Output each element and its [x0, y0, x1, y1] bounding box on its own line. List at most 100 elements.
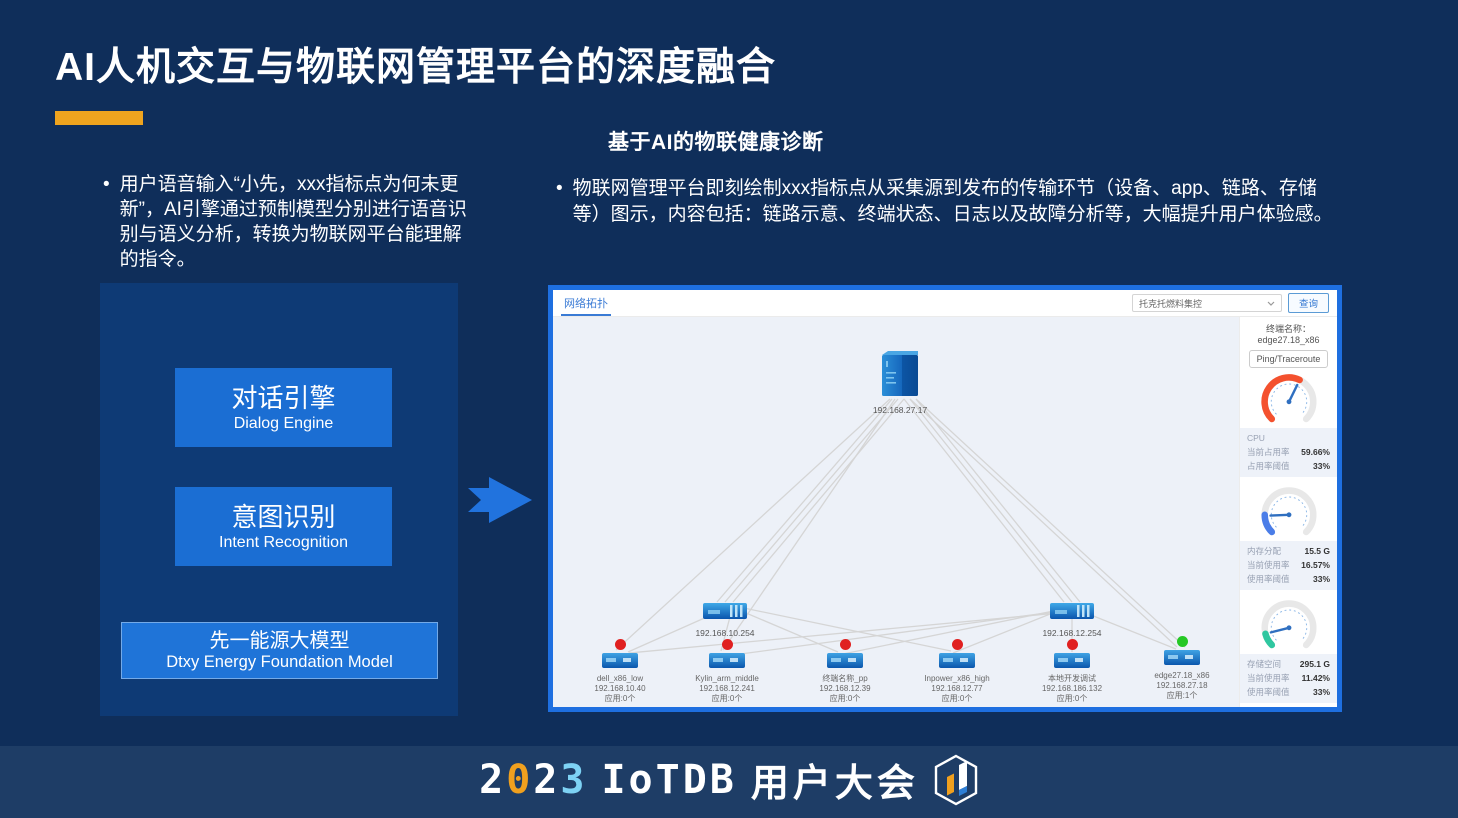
right-bullet-item: • 物联网管理平台即刻绘制xxx指标点从采集源到发布的传输环节（设备、app、链…: [556, 176, 1348, 227]
right-bullet-text: 物联网管理平台即刻绘制xxx指标点从采集源到发布的传输环节（设备、app、链路、…: [572, 178, 1333, 225]
intent-recognition-box: 意图识别 Intent Recognition: [175, 487, 392, 566]
stat-value: 15.5 G: [1304, 546, 1330, 556]
switch-icon: [703, 603, 747, 619]
stat-label: 内存分配: [1247, 546, 1282, 556]
storage-stats: 存储空间 295.1 G 当前使用率 11.42% 使用率阈值 33%: [1240, 654, 1337, 703]
cpu-gauge: [1260, 374, 1316, 423]
edge-device-icon: [939, 653, 975, 668]
device-node[interactable]: dell_x86_low 192.168.10.40 应用:0个: [565, 639, 675, 704]
stat-label: CPU: [1247, 433, 1265, 443]
chevron-down-icon: [1267, 301, 1275, 306]
stat-value: 11.42%: [1301, 673, 1330, 683]
device-name: dell_x86_low: [596, 674, 644, 683]
left-bullet-text: 用户语音输入“小先，xxx指标点为何未更新”，AI引擎通过预制模型分别进行语音识…: [119, 174, 467, 270]
stat-value: 33%: [1312, 574, 1330, 584]
site-filter-dropdown[interactable]: 托克托燃料集控: [1131, 294, 1282, 312]
edge-device-icon: [827, 653, 863, 668]
stat-value: 16.57%: [1301, 560, 1330, 570]
topology-canvas[interactable]: 192.168.27.17 192.168.10.254: [553, 317, 1239, 707]
device-node[interactable]: Inpower_x86_high 192.168.12.77 应用:0个: [902, 639, 1012, 704]
foundation-model-box: 先一能源大模型 Dtxy Energy Foundation Model: [121, 622, 438, 679]
title-accent-bar: [55, 111, 143, 125]
device-name: edge27.18_x86: [1154, 671, 1210, 680]
foundation-model-label-zh: 先一能源大模型: [209, 630, 350, 652]
year-digit: 3: [560, 756, 588, 803]
status-dot-red: [614, 639, 626, 650]
site-filter-value: 托克托燃料集控: [1138, 298, 1202, 309]
iotdb-logo-icon: [934, 754, 978, 805]
device-apps: 应用:0个: [829, 694, 861, 703]
intent-recognition-label-en: Intent Recognition: [219, 533, 348, 551]
stat-value: 33%: [1312, 687, 1330, 697]
edge-device-icon: [1164, 650, 1200, 665]
switch-icon: [1050, 603, 1094, 619]
intent-recognition-label-zh: 意图识别: [231, 501, 336, 532]
switch-left-ip: 192.168.10.254: [695, 628, 755, 638]
device-ip: 192.168.186.132: [1041, 684, 1103, 693]
footer-brand: IoTDB: [601, 756, 737, 803]
device-name: Inpower_x86_high: [924, 674, 990, 683]
stat-label: 当前使用率: [1247, 673, 1290, 683]
device-node[interactable]: 本地开发调试 192.168.186.132 应用:0个: [1017, 639, 1127, 704]
ping-traceroute-button[interactable]: Ping/Traceroute: [1248, 350, 1329, 368]
right-arrow-icon: [468, 477, 532, 523]
dashboard-topbar: 网络拓扑 托克托燃料集控 查询: [553, 290, 1337, 317]
stat-label: 使用率阈值: [1247, 574, 1290, 584]
device-apps: 应用:0个: [604, 694, 636, 703]
dialog-engine-label-en: Dialog Engine: [233, 414, 334, 432]
dialog-engine-label-zh: 对话引擎: [231, 382, 336, 413]
device-ip: 192.168.12.39: [819, 684, 871, 693]
device-name: Kylin_arm_middle: [695, 674, 759, 683]
device-node[interactable]: edge27.18_x86 192.168.27.18 应用:1个: [1127, 636, 1237, 701]
left-bullet-item: • 用户语音输入“小先，xxx指标点为何未更新”，AI引擎通过预制模型分别进行语…: [103, 172, 475, 272]
switch-node-left[interactable]: 192.168.10.254: [670, 601, 780, 638]
device-apps: 应用:1个: [1166, 691, 1198, 700]
status-dot-red: [951, 639, 963, 650]
status-dot-red: [721, 639, 733, 650]
status-dot-green: [1176, 636, 1188, 647]
server-node[interactable]: 192.168.27.17: [845, 350, 955, 415]
device-apps: 应用:0个: [711, 694, 743, 703]
year-digit: 0: [506, 756, 534, 803]
device-node[interactable]: Kylin_arm_middle 192.168.12.241 应用:0个: [672, 639, 782, 704]
stat-label: 当前使用率: [1247, 560, 1290, 570]
bullet-glyph: •: [556, 178, 563, 199]
status-dot-red: [839, 639, 851, 650]
stat-label: 使用率阈值: [1247, 687, 1290, 697]
switch-node-right[interactable]: 192.168.12.254: [1017, 601, 1127, 638]
footer-event: 用户大会: [750, 763, 919, 805]
right-section-heading: 基于AI的物联健康诊断: [608, 131, 824, 154]
bullet-glyph: •: [103, 174, 110, 195]
footer-band: [0, 746, 1458, 818]
tab-network-topology[interactable]: 网络拓扑: [561, 290, 611, 316]
dialog-engine-box: 对话引擎 Dialog Engine: [175, 368, 392, 447]
stat-value: 33%: [1312, 461, 1330, 471]
memory-gauge: [1260, 487, 1316, 536]
edge-device-icon: [709, 653, 745, 668]
year-digit: 2: [533, 756, 561, 803]
switch-right-ip: 192.168.12.254: [1042, 628, 1102, 638]
device-ip: 192.168.27.18: [1156, 681, 1208, 690]
device-name: 本地开发调试: [1048, 674, 1096, 683]
device-node[interactable]: 终端名称_pp 192.168.12.39 应用:0个: [790, 639, 900, 704]
status-dot-red: [1066, 639, 1078, 650]
iot-dashboard-screenshot: 网络拓扑 托克托燃料集控 查询: [548, 285, 1342, 712]
storage-gauge: [1261, 600, 1316, 649]
device-ip: 192.168.12.77: [931, 684, 983, 693]
page-title: AI人机交互与物联网管理平台的深度融合: [55, 46, 777, 89]
stat-label: 存储空间: [1247, 659, 1282, 669]
device-name: 终端名称_pp: [822, 674, 868, 683]
stat-label: 占用率阈值: [1247, 461, 1290, 471]
memory-stats: 内存分配 15.5 G 当前使用率 16.57% 使用率阈值 33%: [1240, 541, 1337, 590]
metrics-sidebar: 终端名称：edge27.18_x86 Ping/Traceroute CPU 当…: [1239, 317, 1337, 707]
terminal-name-label: 终端名称：edge27.18_x86: [1257, 324, 1320, 345]
stat-value: 295.1 G: [1299, 659, 1330, 669]
device-apps: 应用:0个: [1056, 694, 1088, 703]
query-button[interactable]: 查询: [1287, 293, 1329, 313]
server-icon: [882, 351, 918, 396]
device-ip: 192.168.12.241: [699, 684, 755, 693]
